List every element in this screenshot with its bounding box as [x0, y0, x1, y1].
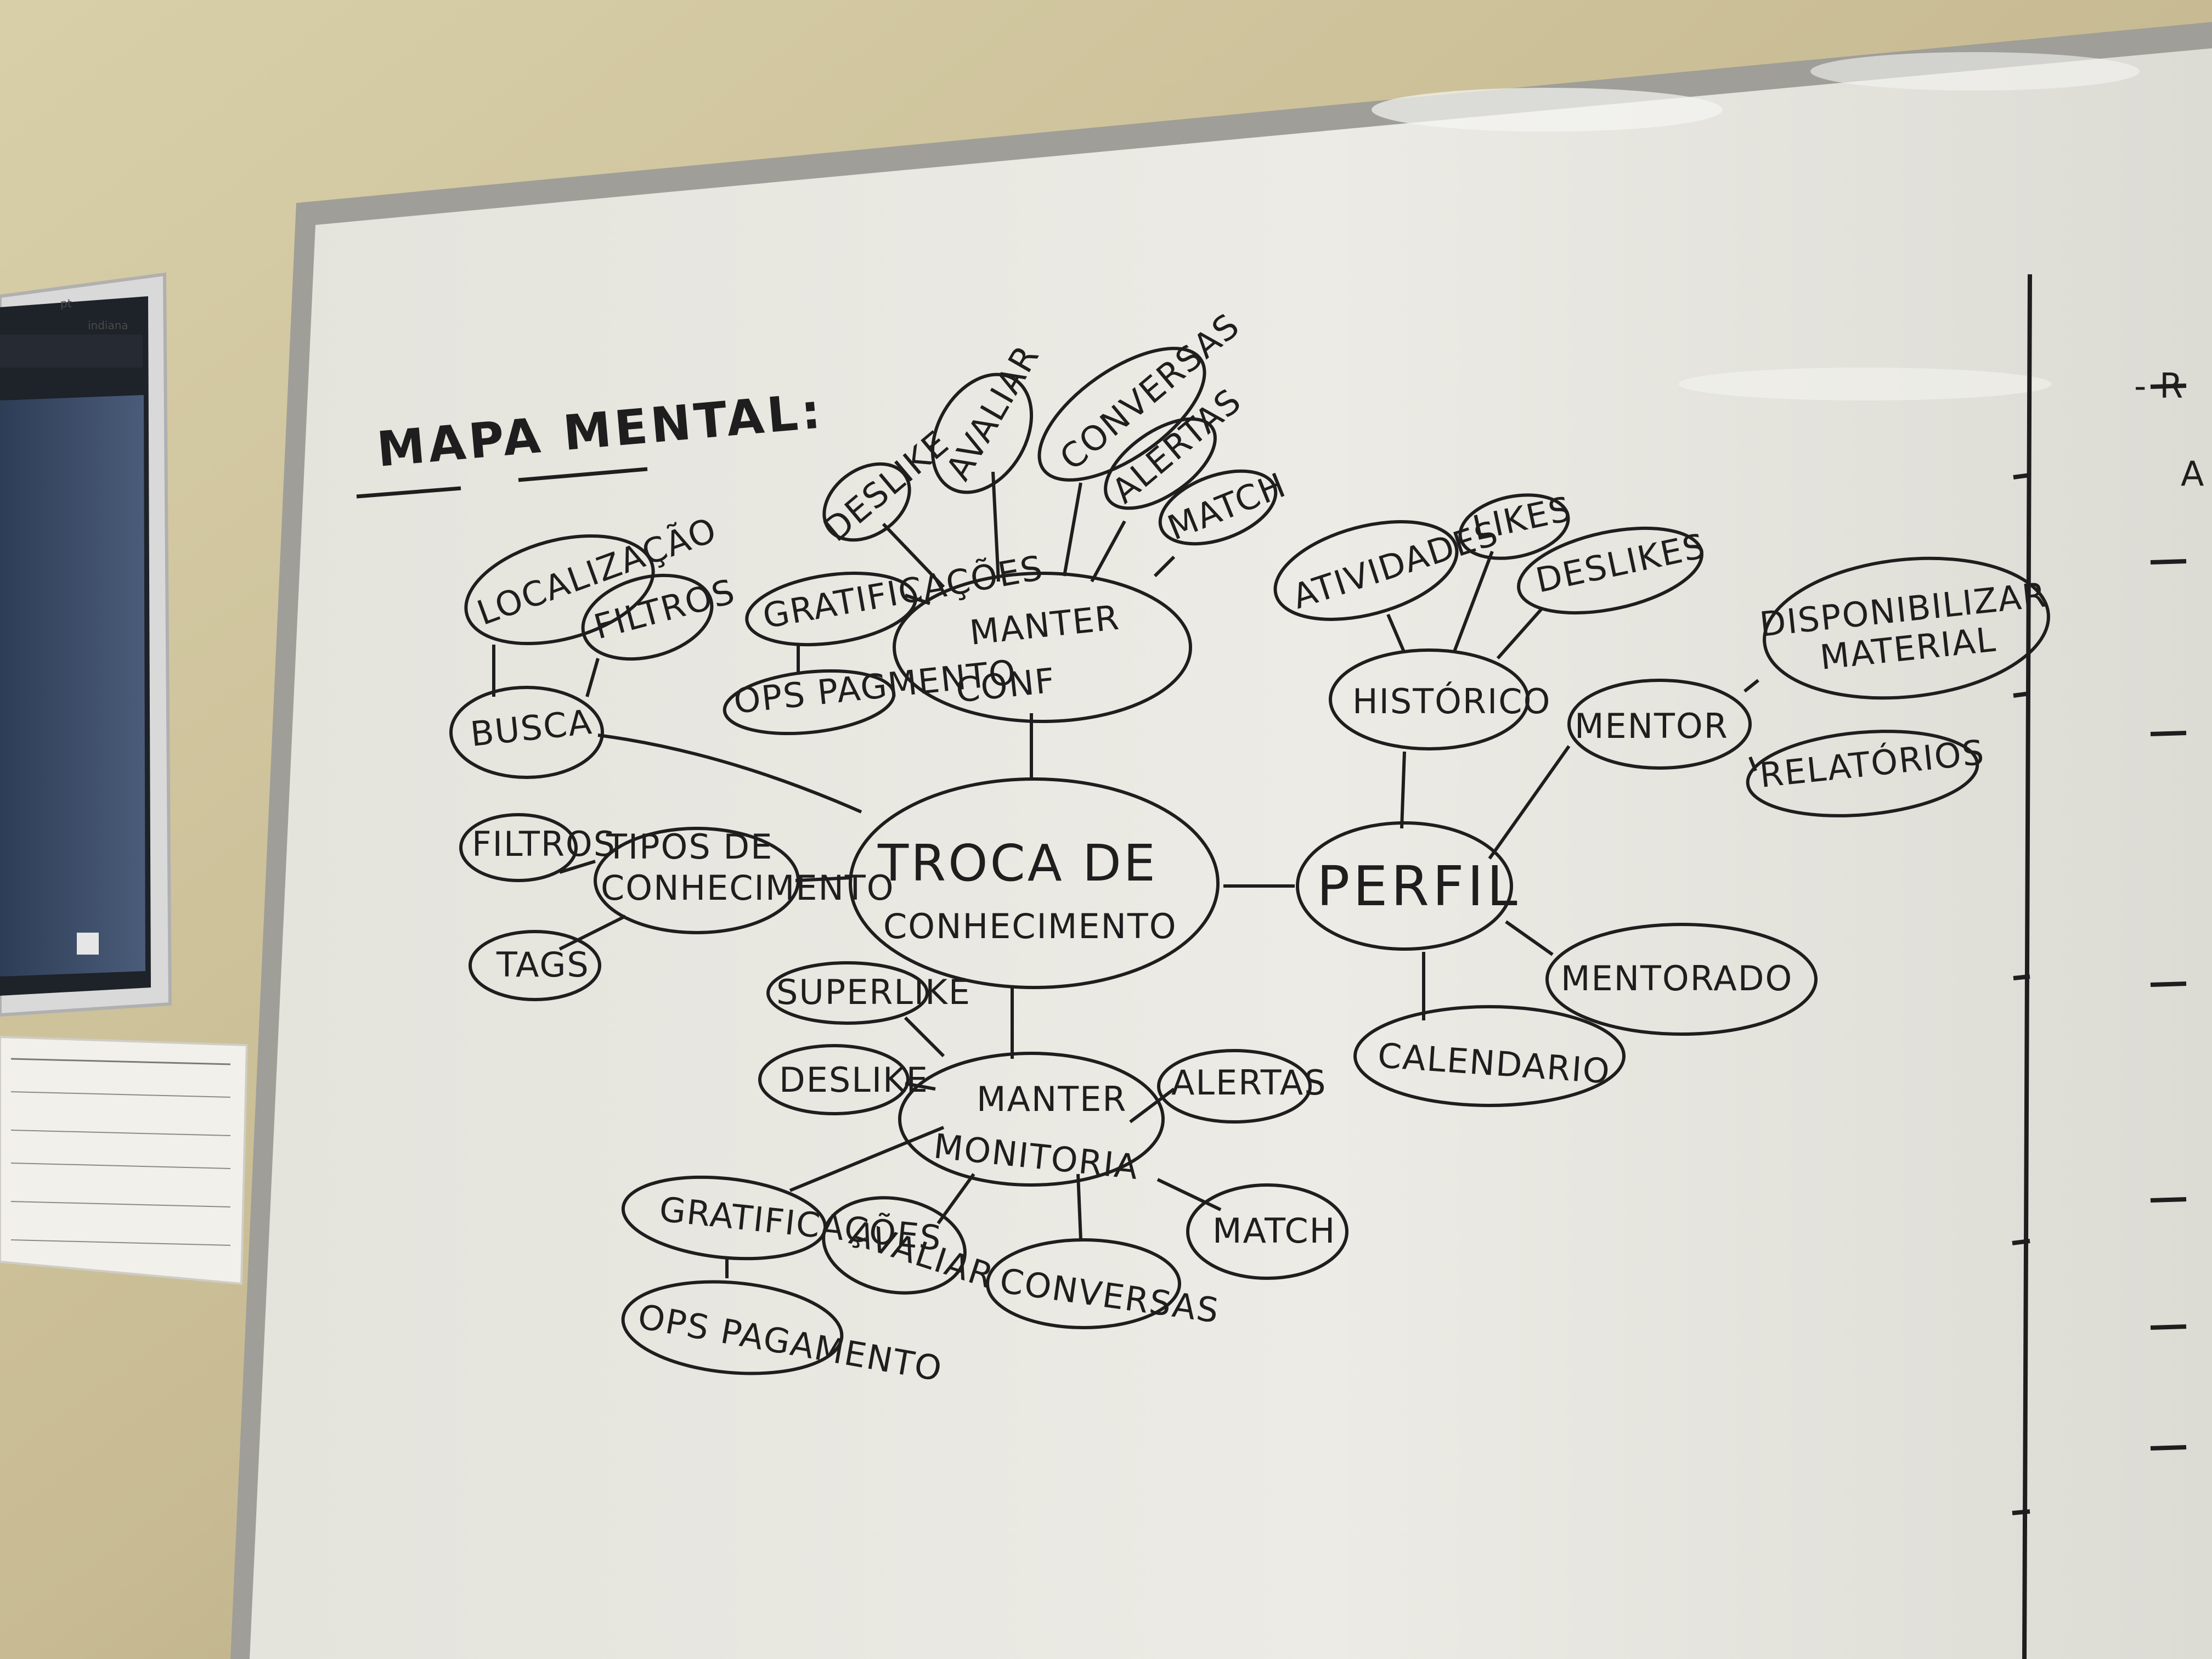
node-relatorios: [1746, 730, 1979, 817]
node-center: [849, 777, 1220, 989]
node-ops-pagamento-mon: [621, 1280, 844, 1375]
node-gratificacoes-mon: [621, 1175, 827, 1261]
perfil-label: PERFIL: [1317, 854, 1521, 918]
monitor-taskbar-icon: [77, 933, 99, 955]
node-manter-monitoria: [898, 1052, 1165, 1187]
mentor-label: MENTOR: [1575, 706, 1729, 746]
whiteboard-surface: [250, 48, 2212, 1659]
right-margin-text-1: - R: [2134, 366, 2184, 406]
node-historico: [1329, 648, 1530, 751]
whiteboard: [230, 22, 2212, 1659]
node-localizacao: [464, 534, 655, 646]
node-filtros-busca: [581, 573, 714, 661]
tipos-label-1: TIPOS DE: [606, 827, 773, 867]
node-tipos: [594, 827, 800, 934]
deslike-mon-label: DESLIKE: [779, 1060, 929, 1100]
historico-label: HISTÓRICO: [1352, 681, 1551, 721]
tipos-label-2: CONHECIMENTO: [601, 868, 895, 908]
superlike-label: SUPERLIKE: [776, 972, 971, 1012]
node-match-mon: [1186, 1183, 1348, 1280]
node-perfil: [1296, 821, 1513, 951]
center-label-2: CONHECIMENTO: [883, 906, 1177, 946]
monitor-status-top: pt: [60, 297, 72, 310]
node-busca: [449, 686, 604, 779]
node-likes: [1458, 493, 1570, 560]
monitor-status-user: indiana: [88, 319, 128, 332]
manter-monitoria-label-1: MANTER: [977, 1079, 1127, 1119]
divider-line: [2012, 274, 2187, 1659]
node-tags: [469, 930, 601, 1001]
node-mentorado: [1545, 923, 1818, 1036]
node-match-conf: [1158, 469, 1278, 546]
monitor: pt indiana: [0, 272, 172, 1017]
node-manter-conf: [893, 572, 1192, 723]
node-calendario: [1353, 1005, 1626, 1107]
node-gratificacoes-conf: [745, 571, 917, 647]
right-margin-text-2: A: [2181, 454, 2205, 494]
mentorado-label: MENTORADO: [1561, 958, 1793, 998]
node-conversas-conf: [1037, 347, 1206, 482]
node-filtros-tipos: [459, 813, 578, 882]
node-deslikes-perfil: [1517, 526, 1703, 615]
center-label-1: TROCA DE: [877, 834, 1158, 893]
filtros-tipos-label: FILTROS: [472, 824, 616, 864]
alertas-mon-label: ALERTAS: [1171, 1063, 1327, 1103]
node-atividades: [1273, 520, 1459, 621]
node-ops-pagmento: [723, 669, 896, 736]
node-disponibilizar: [1763, 556, 2050, 700]
node-deslike-mon: [758, 1044, 910, 1115]
paper-note: [0, 1035, 249, 1285]
node-alertas-mon: [1157, 1049, 1312, 1124]
node-deslike-conf: [822, 462, 911, 542]
node-superlike: [766, 961, 929, 1025]
monitor-screen: [0, 395, 145, 977]
nodes: [449, 347, 2050, 1375]
node-alertas-conf: [1104, 417, 1217, 510]
node-avaliar-conf: [930, 373, 1034, 494]
tags-label: TAGS: [496, 945, 590, 985]
node-conversas-mon: [986, 1238, 1181, 1329]
node-mentor: [1567, 679, 1752, 770]
match-mon-label: MATCH: [1212, 1211, 1336, 1251]
